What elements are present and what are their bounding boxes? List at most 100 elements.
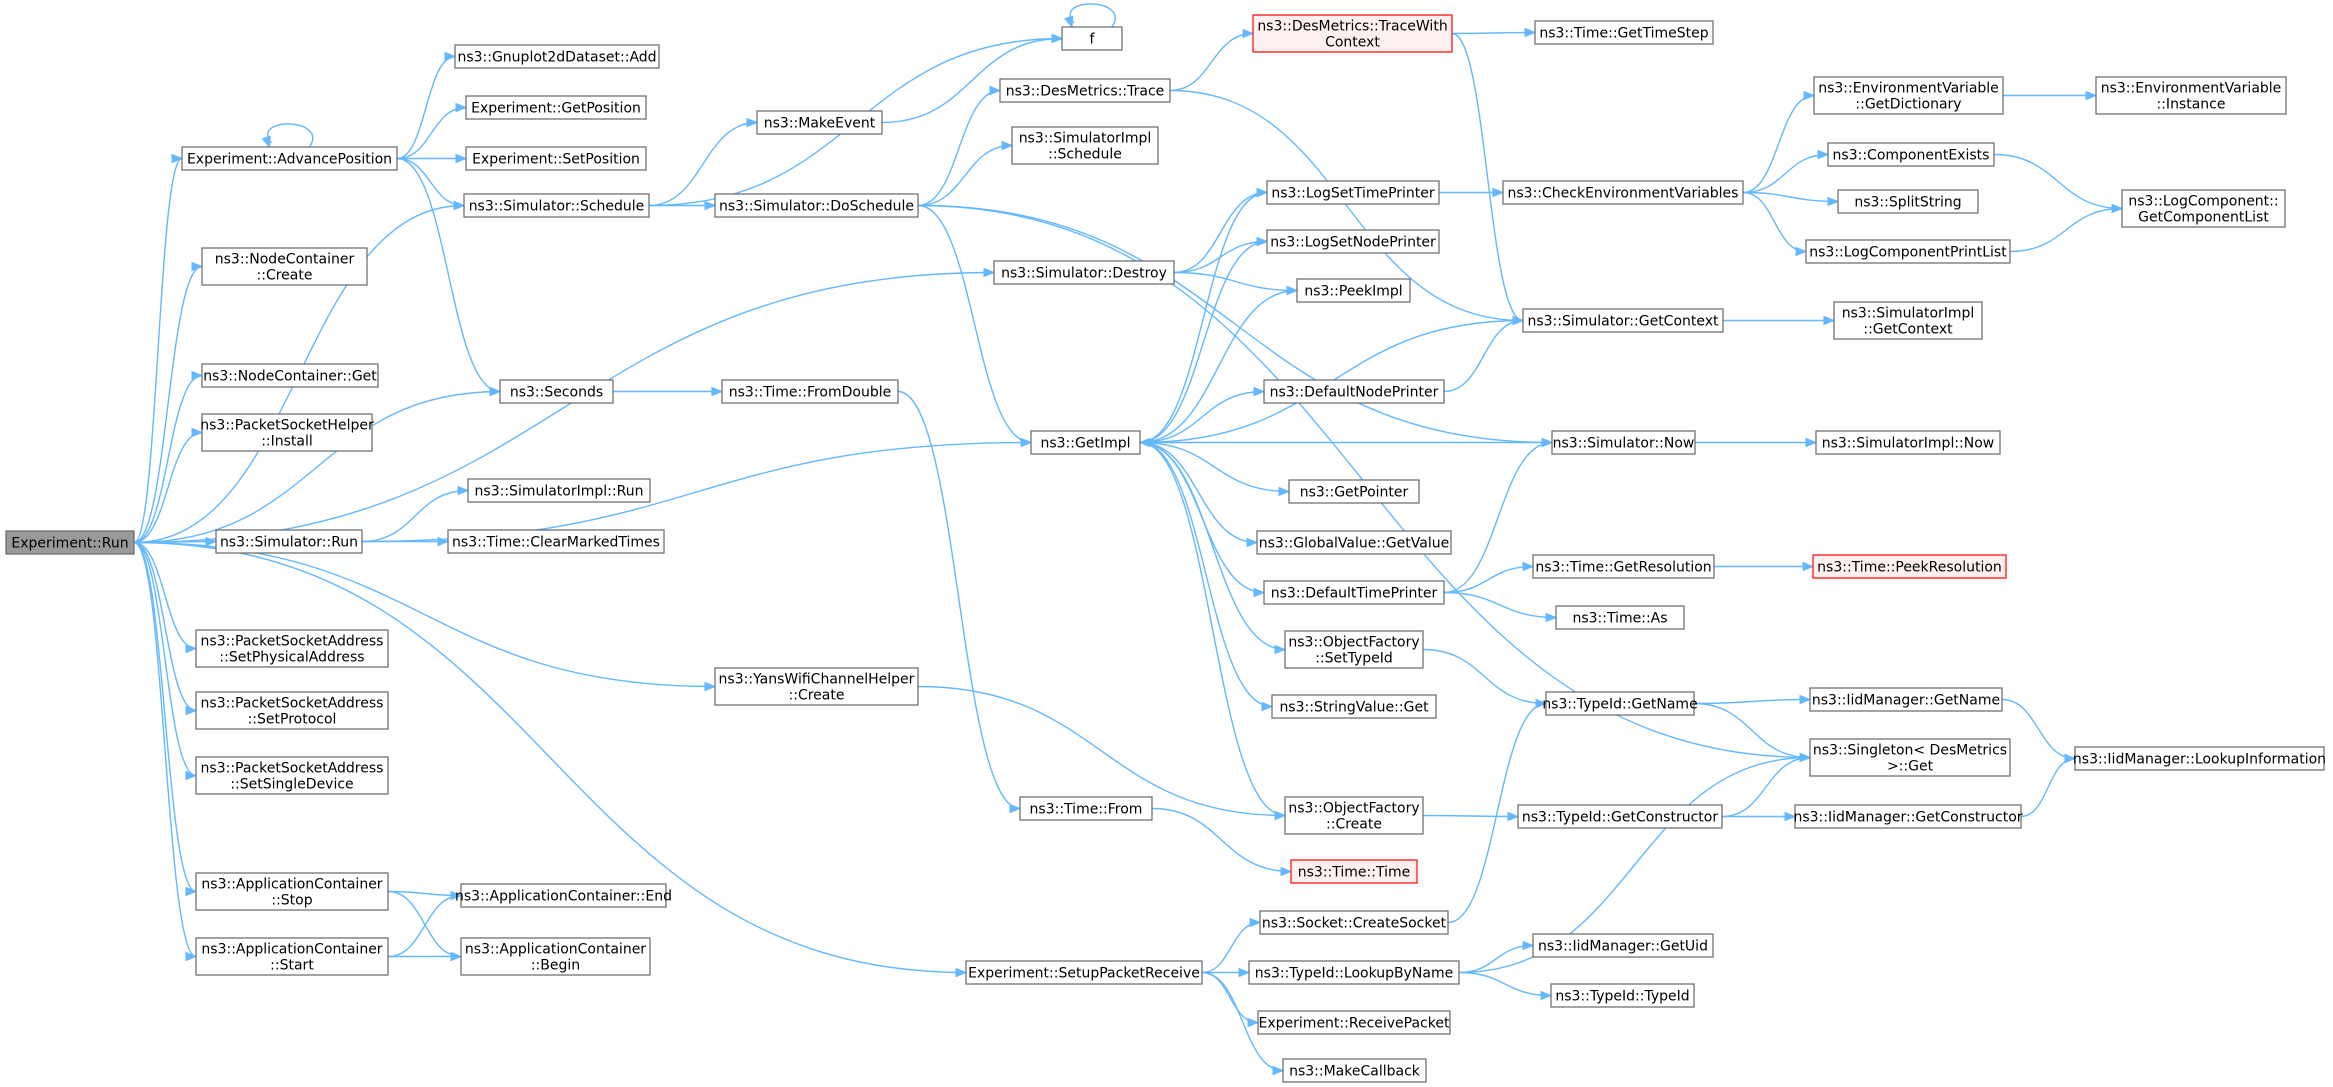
node-label: ns3::ApplicationContainer::End bbox=[455, 889, 672, 905]
edge-simrun-to-simimplrun bbox=[361, 485, 470, 543]
node-acstart[interactable]: ns3::ApplicationContainer::Start bbox=[195, 937, 389, 976]
node-recvpacket[interactable]: Experiment::ReceivePacket bbox=[1257, 1010, 1451, 1035]
node-label: ns3::ObjectFactory bbox=[1288, 635, 1419, 651]
node-box bbox=[1551, 430, 1696, 455]
node-compexists[interactable]: ns3::ComponentExists bbox=[1827, 142, 1995, 167]
node-timefrom[interactable]: ns3::Time::From bbox=[1019, 796, 1153, 821]
node-box bbox=[1282, 1058, 1427, 1083]
node-pshinstall[interactable]: ns3::PacketSocketHelper::Install bbox=[200, 413, 374, 452]
edge-compexists-to-logcompget bbox=[1993, 153, 2124, 214]
node-label: ns3::ComponentExists bbox=[1833, 148, 1990, 164]
node-simrun[interactable]: ns3::Simulator::Run bbox=[215, 529, 363, 554]
node-makecallback[interactable]: ns3::MakeCallback bbox=[1282, 1058, 1427, 1083]
node-checkenv[interactable]: ns3::CheckEnvironmentVariables bbox=[1502, 180, 1744, 205]
edge-run-to-ncget bbox=[133, 370, 204, 544]
node-simimplrun[interactable]: ns3::SimulatorImpl::Run bbox=[467, 478, 651, 503]
node-lookupbyname[interactable]: ns3::TypeId::LookupByName bbox=[1248, 960, 1460, 985]
node-gvgetvalue[interactable]: ns3::GlobalValue::GetValue bbox=[1256, 530, 1452, 555]
node-label: ::GetDictionary bbox=[1855, 97, 1961, 113]
node-singletonget[interactable]: ns3::Singleton< DesMetrics >::Get bbox=[1809, 738, 2011, 777]
node-gettimestep[interactable]: ns3::Time::GetTimeStep bbox=[1534, 20, 1714, 45]
node-iidgetname[interactable]: ns3::IidManager::GetName bbox=[1809, 687, 2003, 712]
node-setpos[interactable]: Experiment::SetPosition bbox=[465, 146, 647, 171]
node-box bbox=[465, 95, 647, 120]
node-label: ns3::IidManager::GetUid bbox=[1538, 939, 1708, 955]
node-makeevent[interactable]: ns3::MakeEvent bbox=[756, 110, 883, 135]
node-tidtypeid[interactable]: ns3::TypeId::TypeId bbox=[1550, 983, 1695, 1008]
node-acstop[interactable]: ns3::ApplicationContainer::Stop bbox=[195, 872, 389, 911]
node-box bbox=[2095, 76, 2287, 115]
node-gnuplotadd[interactable]: ns3::Gnuplot2dDataset::Add bbox=[454, 44, 660, 69]
node-nccreate[interactable]: ns3::NodeContainer::Create bbox=[201, 247, 368, 286]
node-envinstance[interactable]: ns3::EnvironmentVariable::Instance bbox=[2095, 76, 2287, 115]
node-label: ns3::Socket::CreateSocket bbox=[1262, 916, 1447, 932]
node-logcompget[interactable]: ns3::LogComponent::GetComponentList bbox=[2121, 189, 2286, 228]
node-iidgetuid[interactable]: ns3::IidManager::GetUid bbox=[1532, 933, 1714, 958]
node-acbegin[interactable]: ns3::ApplicationContainer::Begin bbox=[460, 937, 651, 976]
node-deftimeprinter[interactable]: ns3::DefaultTimePrinter bbox=[1263, 580, 1445, 605]
node-simschedule[interactable]: ns3::Simulator::Schedule bbox=[463, 193, 650, 218]
node-simnow[interactable]: ns3::Simulator::Now bbox=[1551, 430, 1696, 455]
node-envgetdict[interactable]: ns3::EnvironmentVariable::GetDictionary bbox=[1813, 76, 2004, 115]
node-label: ::SetTypeId bbox=[1315, 651, 1393, 667]
node-desmtrace[interactable]: ns3::DesMetrics::Trace bbox=[999, 78, 1171, 103]
node-f[interactable]: f bbox=[1061, 26, 1123, 51]
node-simimplschedule[interactable]: ns3::SimulatorImpl::Schedule bbox=[1011, 126, 1159, 165]
node-psasingle[interactable]: ns3::PacketSocketAddress::SetSingleDevic… bbox=[195, 756, 389, 795]
node-ofsettypeid[interactable]: ns3::ObjectFactory::SetTypeId bbox=[1284, 630, 1424, 669]
node-box bbox=[1827, 142, 1995, 167]
edge-simdestroy-to-logsettime bbox=[1173, 187, 1269, 274]
node-ofcreate[interactable]: ns3::ObjectFactory::Create bbox=[1284, 796, 1424, 835]
node-timeas[interactable]: ns3::Time::As bbox=[1555, 605, 1685, 630]
node-peekresolution[interactable]: ns3::Time::PeekResolution bbox=[1812, 554, 2007, 579]
node-label: ns3::SimulatorImpl bbox=[1842, 306, 1975, 322]
node-yanscreate[interactable]: ns3::YansWifiChannelHelper::Create bbox=[714, 667, 919, 706]
node-psaphys[interactable]: ns3::PacketSocketAddress::SetPhysicalAdd… bbox=[195, 629, 389, 668]
node-psaproto[interactable]: ns3::PacketSocketAddress::SetProtocol bbox=[195, 691, 389, 730]
node-label: ns3::Time::GetTimeStep bbox=[1539, 26, 1708, 42]
node-seconds[interactable]: ns3::Seconds bbox=[499, 379, 614, 404]
node-getpointer[interactable]: ns3::GetPointer bbox=[1288, 479, 1420, 504]
node-logsetnode[interactable]: ns3::LogSetNodePrinter bbox=[1266, 229, 1440, 254]
node-run[interactable]: Experiment::Run bbox=[5, 530, 135, 555]
node-getpos[interactable]: Experiment::GetPosition bbox=[465, 95, 647, 120]
node-label: ns3::ApplicationContainer bbox=[201, 877, 382, 893]
node-label: ns3::CheckEnvironmentVariables bbox=[1508, 186, 1739, 202]
node-advpos[interactable]: Experiment::AdvancePosition bbox=[181, 146, 398, 171]
node-timetime[interactable]: ns3::Time::Time bbox=[1290, 859, 1418, 884]
node-tidgetctor[interactable]: ns3::TypeId::GetConstructor bbox=[1517, 804, 1723, 829]
node-splitstring[interactable]: ns3::SplitString bbox=[1837, 189, 1979, 214]
node-simimplnow[interactable]: ns3::SimulatorImpl::Now bbox=[1815, 430, 2001, 455]
node-box bbox=[463, 193, 650, 218]
node-iidgetctor[interactable]: ns3::IidManager::GetConstructor bbox=[1793, 804, 2023, 829]
node-label: ns3::TypeId::LookupByName bbox=[1255, 966, 1453, 982]
node-iidlookup[interactable]: ns3::IidManager::LookupInformation bbox=[2073, 746, 2326, 771]
node-logcompprint[interactable]: ns3::LogComponentPrintList bbox=[1805, 239, 2011, 264]
node-clearmarked[interactable]: ns3::Time::ClearMarkedTimes bbox=[447, 529, 665, 554]
node-strvalget[interactable]: ns3::StringValue::Get bbox=[1271, 694, 1437, 719]
node-logsettime[interactable]: ns3::LogSetTimePrinter bbox=[1266, 180, 1440, 205]
node-fromdouble[interactable]: ns3::Time::FromDouble bbox=[721, 379, 899, 404]
node-label: ns3::LogSetTimePrinter bbox=[1271, 186, 1435, 202]
node-box bbox=[1812, 554, 2007, 579]
node-label: ns3::GlobalValue::GetValue bbox=[1259, 536, 1449, 552]
node-setuprecv[interactable]: Experiment::SetupPacketReceive bbox=[965, 960, 1203, 985]
node-simdestroy[interactable]: ns3::Simulator::Destroy bbox=[993, 260, 1175, 285]
node-sockcreate[interactable]: ns3::Socket::CreateSocket bbox=[1259, 910, 1449, 935]
node-getimpl[interactable]: ns3::GetImpl bbox=[1030, 430, 1141, 455]
node-box bbox=[1532, 933, 1714, 958]
edge-ofcreate-to-tidgetctor bbox=[1422, 811, 1520, 822]
node-ncget[interactable]: ns3::NodeContainer::Get bbox=[201, 363, 379, 388]
node-peekimpl[interactable]: ns3::PeekImpl bbox=[1296, 278, 1411, 303]
node-simimplgetctx[interactable]: ns3::SimulatorImpl::GetContext bbox=[1833, 301, 1983, 340]
node-box bbox=[1271, 694, 1437, 719]
node-simdoschedule[interactable]: ns3::Simulator::DoSchedule bbox=[714, 193, 919, 218]
node-defnodeprinter[interactable]: ns3::DefaultNodePrinter bbox=[1263, 379, 1445, 404]
edge-run-to-simdestroy bbox=[133, 267, 996, 544]
node-tidgetname[interactable]: ns3::TypeId::GetName bbox=[1542, 691, 1698, 716]
node-acend[interactable]: ns3::ApplicationContainer::End bbox=[455, 883, 672, 908]
node-simgetctx[interactable]: ns3::Simulator::GetContext bbox=[1522, 308, 1724, 333]
node-label: ns3::DefaultNodePrinter bbox=[1270, 385, 1439, 401]
node-getresolution[interactable]: ns3::Time::GetResolution bbox=[1532, 554, 1715, 579]
